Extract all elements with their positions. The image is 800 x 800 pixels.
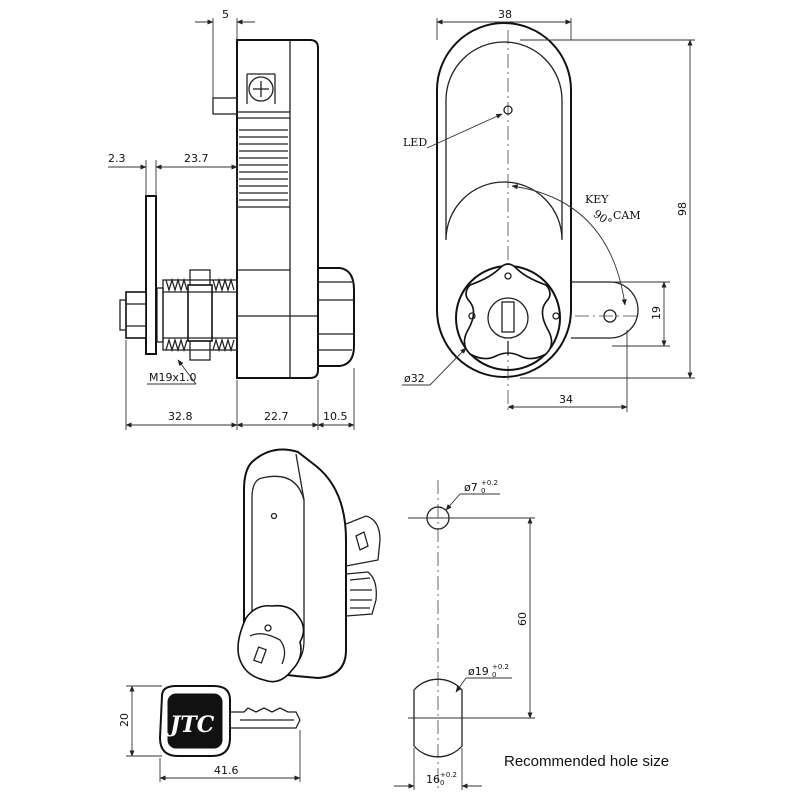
front-body-outline — [436, 22, 572, 378]
cam-label: CAM — [613, 209, 641, 222]
side-knob — [317, 267, 355, 367]
hole-view: ø7 +0.2 0 ø19 +0.2 0 60 16 +0.2 0 Recomm… — [394, 479, 669, 790]
led-label: LED — [403, 136, 427, 149]
hole-caption: Recommended hole size — [504, 753, 669, 770]
dim-height: 98 — [676, 202, 689, 216]
perspective-view — [237, 448, 381, 683]
key-label: KEY — [585, 193, 609, 206]
dim-hole-spacing: 60 — [516, 612, 529, 626]
side-view: 5 2.3 23.7 M19x1.0 32.8 22.7 10.5 — [108, 8, 355, 430]
dim-top-offset: 5 — [222, 8, 229, 21]
side-top-pin — [212, 97, 238, 115]
screw-icon — [248, 76, 274, 102]
dim-body-depth: 22.7 — [264, 410, 289, 423]
front-knob — [455, 263, 561, 371]
key-view: JTC 20 41.6 — [118, 685, 301, 782]
flat-width-tol-lower: 0 — [440, 779, 444, 787]
dim-cam-reach: 34 — [559, 393, 573, 406]
dim-cam-height: 19 — [650, 306, 663, 320]
perspective-body — [243, 448, 347, 680]
dim-key-length: 41.6 — [214, 764, 239, 777]
large-hole-icon — [413, 678, 463, 758]
key-logo: JTC — [166, 712, 215, 738]
side-nut — [125, 291, 147, 339]
large-hole-dim: ø19 — [468, 665, 489, 678]
large-hole-tol-upper: +0.2 — [492, 663, 509, 671]
large-hole-tol-lower: 0 — [492, 671, 496, 679]
dim-left-len: 32.8 — [168, 410, 193, 423]
side-threaded-barrel — [156, 269, 238, 361]
thread-label: M19x1.0 — [149, 371, 197, 384]
small-hole-tol-upper: +0.2 — [481, 479, 498, 487]
side-grip-ribs — [239, 129, 288, 201]
front-inner-panel — [445, 41, 563, 241]
small-hole-icon — [426, 506, 450, 530]
side-body — [236, 39, 319, 379]
front-view: KEY 90° CAM LED 38 98 19 34 ø32 — [402, 8, 695, 412]
dim-flat-width: 16 — [426, 773, 440, 786]
led-icon — [503, 105, 513, 115]
dim-knob-depth: 10.5 — [323, 410, 348, 423]
dim-diameter: ø32 — [404, 372, 425, 385]
dim-width: 38 — [498, 8, 512, 21]
side-cam-plate — [145, 195, 157, 355]
key-head — [158, 685, 231, 757]
dim-washer-thk: 2.3 — [108, 152, 126, 165]
angle-label: 90° — [591, 207, 614, 229]
key-blade — [229, 707, 301, 729]
dim-body-to-cam: 23.7 — [184, 152, 209, 165]
small-hole-dim: ø7 — [464, 481, 478, 494]
front-cam — [571, 281, 639, 339]
small-hole-tol-lower: 0 — [481, 487, 485, 495]
perspective-knob — [237, 604, 305, 683]
flat-width-tol-upper: +0.2 — [440, 771, 457, 779]
dim-key-height: 20 — [118, 713, 131, 727]
